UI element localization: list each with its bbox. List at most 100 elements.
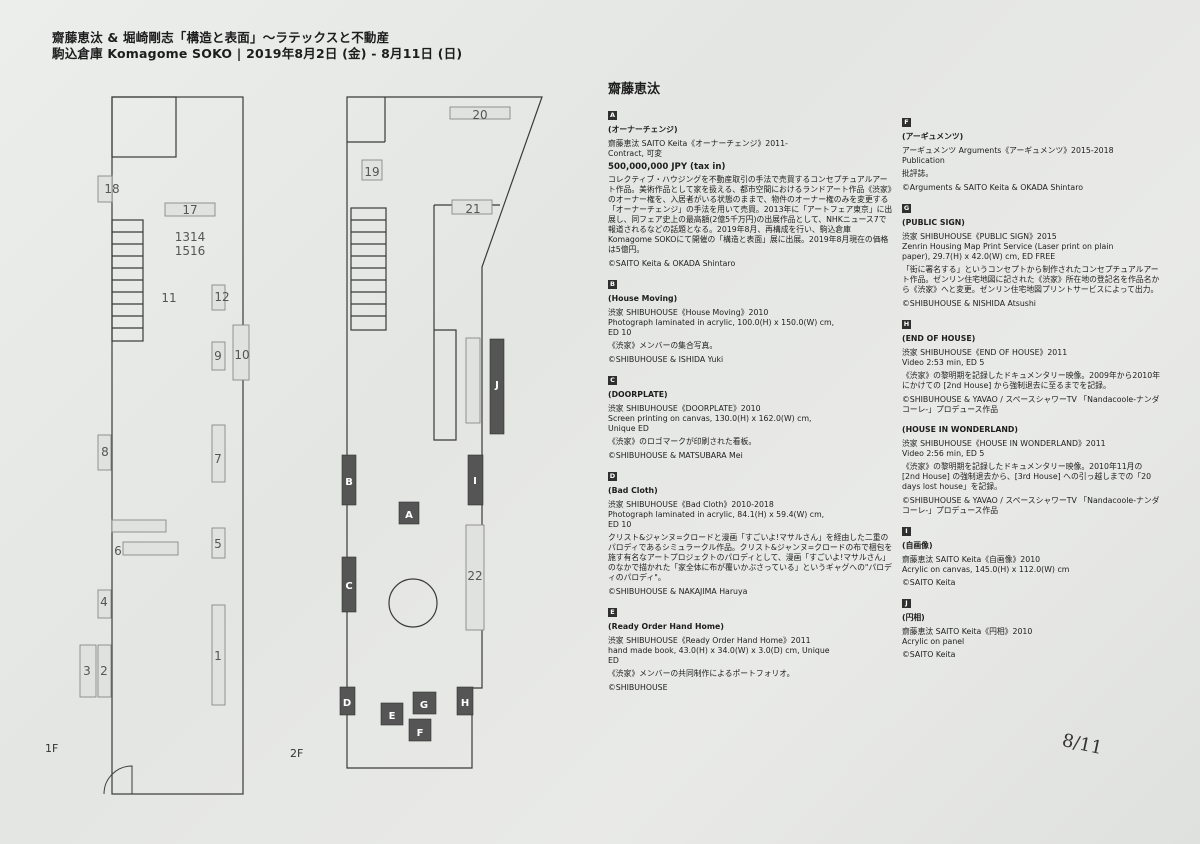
work-info-line: Zenrin Housing Map Print Service (Laser … <box>902 242 1114 251</box>
svg-text:J: J <box>494 380 499 391</box>
work-title: (Ready Order Hand Home) <box>608 622 724 631</box>
svg-text:6: 6 <box>114 544 122 558</box>
svg-text:G: G <box>420 700 428 711</box>
svg-text:18: 18 <box>104 182 119 196</box>
work-info-line: Acrylic on canvas, 145.0(H) x 112.0(W) c… <box>902 565 1070 574</box>
work-description: コレクティブ・ハウジングを不動産取引の手法で売買するコンセプチュアルアート作品。… <box>608 175 893 254</box>
work-info-line: Unique ED <box>608 424 649 433</box>
work-credit: ©Arguments & SAITO Keita & OKADA Shintar… <box>902 183 1084 192</box>
svg-text:2: 2 <box>100 664 108 678</box>
work-j: J (円相) 齋藤恵汰 SAITO Keita《円相》2010 Acrylic … <box>902 598 1160 660</box>
work-b: B (House Moving) 渋家 SHIBUHOUSE《House Mov… <box>608 279 893 365</box>
work-letter-badge: E <box>608 608 617 617</box>
work-letter-badge: I <box>902 527 911 536</box>
artist-heading: 齋藤恵汰 <box>608 82 661 97</box>
work-info-line: 齋藤恵汰 SAITO Keita《円相》2010 <box>902 627 1033 636</box>
floor-1-outline <box>111 96 244 795</box>
floor-1-room <box>111 96 177 158</box>
work-info-line: 渋家 SHIBUHOUSE《DOORPLATE》2010 <box>608 404 761 413</box>
work-info-line: ED 10 <box>608 328 632 337</box>
work-d: D (Bad Cloth) 渋家 SHIBUHOUSE《Bad Cloth》20… <box>608 471 893 597</box>
work-info-line: 渋家 SHIBUHOUSE《END OF HOUSE》2011 <box>902 348 1068 357</box>
work-info-line: ED <box>608 656 619 665</box>
work-info-line: 齋藤恵汰 SAITO Keita《自画像》2010 <box>902 555 1041 564</box>
work-letter-badge: G <box>902 204 911 213</box>
work-g: G (PUBLIC SIGN) 渋家 SHIBUHOUSE《PUBLIC SIG… <box>902 203 1160 309</box>
floor-1-plan: 1 2 3 4 5 6 7 8 9 10 11 12 1314 1516 17 … <box>45 96 250 795</box>
work-info-line: 渋家 SHIBUHOUSE《HOUSE IN WONDERLAND》2011 <box>902 439 1106 448</box>
svg-text:10: 10 <box>234 348 249 362</box>
work-description: 《渋家》メンバーの共同制作によるポートフォリオ。 <box>608 669 795 678</box>
work-credit: ©SHIBUHOUSE & ISHIDA Yuki <box>608 355 724 364</box>
svg-text:21: 21 <box>465 202 480 216</box>
works-list-column-1: A (オーナーチェンジ) 齋藤恵汰 SAITO Keita《オーナーチェンジ》2… <box>608 110 893 703</box>
work-title: (アーギュメンツ) <box>902 132 964 141</box>
svg-text:D: D <box>343 698 351 709</box>
work-info-line: Publication <box>902 156 945 165</box>
floor-2-outline <box>346 96 543 769</box>
floor-2-label: 2F <box>290 747 303 760</box>
floor-2-stairs <box>350 207 387 331</box>
svg-text:20: 20 <box>472 108 487 122</box>
floor-plan: 1 2 3 4 5 6 7 8 9 10 11 12 1314 1516 17 … <box>45 96 543 795</box>
work-title: (オーナーチェンジ) <box>608 125 678 134</box>
work-description: 《渋家》のロゴマークが印刷された看板。 <box>608 437 757 446</box>
svg-text:22: 22 <box>467 569 482 583</box>
work-credit: ©SAITO Keita <box>902 650 956 659</box>
works-list-column-2: F (アーギュメンツ) アーギュメンツ Arguments《アーギュメンツ》20… <box>902 117 1160 670</box>
svg-text:1: 1 <box>214 649 222 663</box>
work-info-line: Screen printing on canvas, 130.0(H) x 16… <box>608 414 812 423</box>
work-title: (House Moving) <box>608 294 678 303</box>
work-description: 「街に署名する」というコンセプトから制作されたコンセプチュアルアート作品。ゼンリ… <box>902 265 1160 294</box>
work-title: (PUBLIC SIGN) <box>902 218 965 227</box>
work-description: クリスト&ジャンヌ=クロードと漫画「すごいよ!マサルさん」を経由した二重のパロデ… <box>608 533 893 582</box>
svg-text:9: 9 <box>214 349 222 363</box>
svg-text:19: 19 <box>364 165 379 179</box>
work-title: (DOORPLATE) <box>608 390 668 399</box>
work-h: H (END OF HOUSE) 渋家 SHIBUHOUSE《END OF HO… <box>902 319 1160 415</box>
floor-1-label: 1F <box>45 742 58 755</box>
work-info-line: 齋藤恵汰 SAITO Keita《オーナーチェンジ》2011- <box>608 139 788 148</box>
svg-text:4: 4 <box>100 595 108 609</box>
svg-text:11: 11 <box>161 291 176 305</box>
work-info-line: 渋家 SHIBUHOUSE《Ready Order Hand Home》2011 <box>608 636 811 645</box>
work-title: (END OF HOUSE) <box>902 334 976 343</box>
svg-text:1314: 1314 <box>175 230 206 244</box>
work-e: E (Ready Order Hand Home) 渋家 SHIBUHOUSE《… <box>608 607 893 693</box>
work-credit: ©SHIBUHOUSE <box>608 683 668 692</box>
work-credit: ©SAITO Keita <box>902 578 956 587</box>
work-price: 500,000,000 JPY (tax in) <box>608 162 726 172</box>
work-description: 《渋家》メンバーの集合写真。 <box>608 341 718 350</box>
work-a: A (オーナーチェンジ) 齋藤恵汰 SAITO Keita《オーナーチェンジ》2… <box>608 110 893 269</box>
exhibition-title: 齋藤恵汰 & 堀崎剛志「構造と表面」〜ラテックスと不動産 <box>52 30 390 45</box>
svg-text:12: 12 <box>214 290 229 304</box>
work-info-line: Video 2:56 min, ED 5 <box>902 449 985 458</box>
work-description: 《渋家》の黎明期を記録したドキュメンタリー映像。2010年11月の [2nd H… <box>902 462 1152 491</box>
work-title: (自画像) <box>902 541 933 550</box>
svg-text:B: B <box>345 477 353 488</box>
work-info-line: Photograph laminated in acrylic, 84.1(H)… <box>608 510 825 519</box>
work-description: 《渋家》の黎明期を記録したドキュメンタリー映像。2009年から2010年にかけて… <box>902 371 1160 390</box>
work-info-line: ED 10 <box>608 520 632 529</box>
work-info-line: Acrylic on panel <box>902 637 965 646</box>
work-info-line: 渋家 SHIBUHOUSE《House Moving》2010 <box>608 308 769 317</box>
work-info-line: Photograph laminated in acrylic, 100.0(H… <box>608 318 835 327</box>
work-title: (円相) <box>902 613 925 622</box>
work-credit: ©SHIBUHOUSE & NAKAJIMA Haruya <box>608 587 748 596</box>
svg-text:8: 8 <box>101 445 109 459</box>
work-c: C (DOORPLATE) 渋家 SHIBUHOUSE《DOORPLATE》20… <box>608 375 893 461</box>
work-info-line: 渋家 SHIBUHOUSE《PUBLIC SIGN》2015 <box>902 232 1057 241</box>
work-f: F (アーギュメンツ) アーギュメンツ Arguments《アーギュメンツ》20… <box>902 117 1160 193</box>
work-info-line: Contract, 可変 <box>608 149 663 158</box>
svg-text:C: C <box>345 581 352 592</box>
work-letter-badge: J <box>902 599 911 608</box>
floor-1-stairs <box>111 219 144 342</box>
work-title: (Bad Cloth) <box>608 486 658 495</box>
work-i: I (自画像) 齋藤恵汰 SAITO Keita《自画像》2010 Acryli… <box>902 526 1160 588</box>
svg-text:3: 3 <box>83 664 91 678</box>
svg-text:7: 7 <box>214 452 222 466</box>
svg-text:5: 5 <box>214 537 222 551</box>
work-letter-badge: D <box>608 472 617 481</box>
floor-1-door <box>103 765 133 795</box>
